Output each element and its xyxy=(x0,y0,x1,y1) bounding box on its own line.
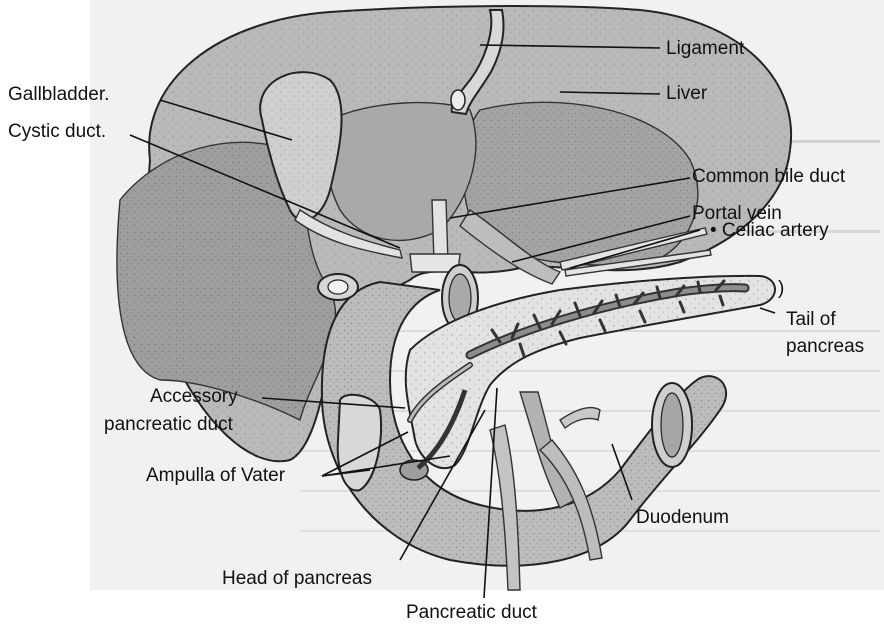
label-gallbladder: Gallbladder. xyxy=(8,84,109,105)
label-duodenum: Duodenum xyxy=(636,507,729,528)
label-accessory-duct-1: Accessory xyxy=(150,386,238,407)
label-cystic-duct: Cystic duct. xyxy=(8,121,106,142)
label-pancreatic-duct: Pancreatic duct xyxy=(406,602,538,623)
label-ligament: Ligament xyxy=(666,38,745,59)
label-tail-of-pancreas-2: pancreas xyxy=(786,336,864,357)
label-stray-mark: ) xyxy=(778,278,784,299)
label-tail-of-pancreas-1: Tail of xyxy=(786,309,836,330)
label-common-bile-duct: Common bile duct xyxy=(692,166,846,187)
label-head-of-pancreas: Head of pancreas xyxy=(222,568,372,589)
label-celiac-artery: • Celiac artery xyxy=(710,220,829,241)
label-accessory-duct-2: pancreatic duct xyxy=(104,414,234,435)
label-ampulla-of-vater: Ampulla of Vater xyxy=(146,465,286,486)
label-liver: Liver xyxy=(666,83,708,104)
